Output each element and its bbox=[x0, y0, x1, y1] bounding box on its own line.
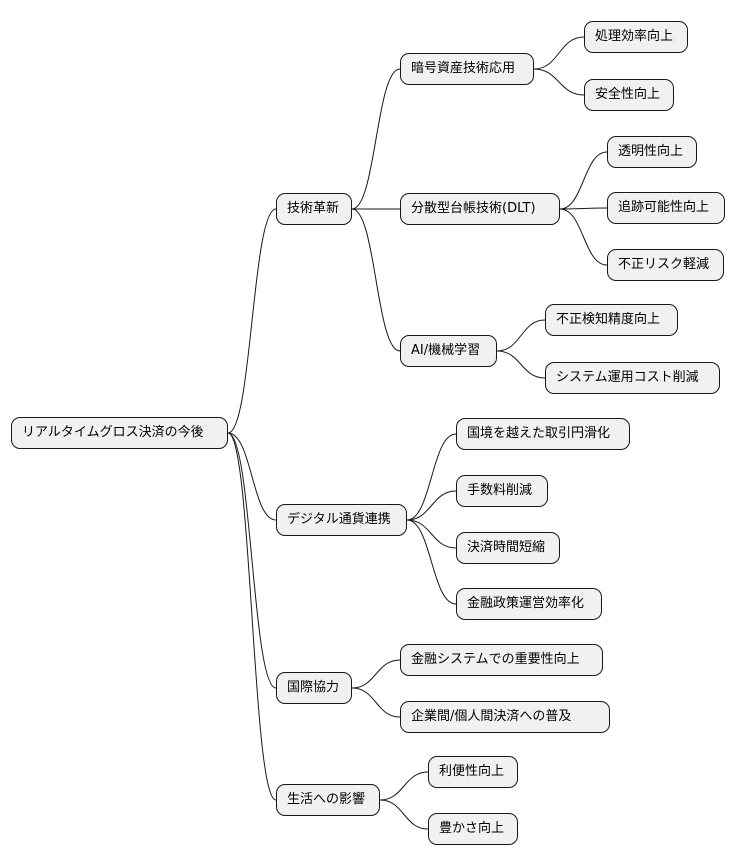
connector-n-b0-1-n-b0-1-0 bbox=[559, 151, 608, 210]
node-crypto-tech: 暗号資産技術応用 bbox=[400, 53, 534, 85]
connector-n-b2-n-b2-0 bbox=[351, 659, 401, 689]
connector-n-root-n-b0 bbox=[227, 208, 277, 434]
leaf-processing-efficiency: 処理効率向上 bbox=[584, 21, 688, 53]
leaf-fraud-risk: 不正リスク軽減 bbox=[607, 249, 724, 281]
connector-n-b0-2-n-b0-2-0 bbox=[496, 319, 546, 352]
connector-n-b0-0-n-b0-0-0 bbox=[533, 36, 585, 70]
connector-n-root-n-b1 bbox=[227, 432, 277, 521]
connector-n-b0-n-b0-2 bbox=[351, 208, 401, 352]
leaf-b2b-p2p: 企業間/個人間決済への普及 bbox=[400, 701, 610, 733]
branch-tech-innovation: 技術革新 bbox=[276, 193, 352, 225]
connector-n-root-n-b3 bbox=[227, 432, 277, 801]
branch-life-impact: 生活への影響 bbox=[276, 784, 380, 816]
leaf-settlement-time: 決済時間短縮 bbox=[456, 532, 560, 564]
connector-n-b0-1-n-b0-1-1 bbox=[559, 207, 608, 210]
leaf-prosperity: 豊かさ向上 bbox=[428, 813, 518, 845]
connector-n-b0-2-n-b0-2-1 bbox=[496, 350, 546, 379]
leaf-monetary-policy: 金融政策運営効率化 bbox=[456, 588, 602, 620]
connector-n-root-n-b2 bbox=[227, 432, 277, 689]
branch-digital-currency: デジタル通貨連携 bbox=[276, 504, 407, 536]
connector-n-b3-n-b3-0 bbox=[379, 771, 429, 801]
leaf-traceability: 追跡可能性向上 bbox=[607, 192, 725, 224]
leaf-transparency: 透明性向上 bbox=[607, 136, 697, 168]
connector-n-b3-n-b3-1 bbox=[379, 799, 429, 830]
connector-n-b1-n-b1-2 bbox=[406, 519, 457, 549]
branch-international: 国際協力 bbox=[276, 672, 352, 704]
leaf-financial-importance: 金融システムでの重要性向上 bbox=[400, 644, 603, 676]
root-node: リアルタイムグロス決済の今後 bbox=[11, 417, 228, 449]
connector-n-b0-n-b0-0 bbox=[351, 68, 401, 210]
connector-n-b2-n-b2-1 bbox=[351, 687, 401, 718]
leaf-fraud-detection: 不正検知精度向上 bbox=[545, 304, 678, 336]
connector-n-b1-n-b1-1 bbox=[406, 490, 457, 521]
node-ai-ml: AI/機械学習 bbox=[400, 335, 497, 367]
connector-n-b1-n-b1-0 bbox=[406, 433, 457, 521]
leaf-ops-cost: システム運用コスト削減 bbox=[545, 362, 720, 394]
leaf-cross-border: 国境を越えた取引円滑化 bbox=[456, 418, 630, 450]
connector-n-b0-0-n-b0-0-1 bbox=[533, 68, 585, 96]
leaf-security: 安全性向上 bbox=[584, 79, 674, 111]
leaf-fee-reduction: 手数料削減 bbox=[456, 475, 548, 507]
connector-n-b0-1-n-b0-1-2 bbox=[559, 208, 608, 266]
connector-n-b1-n-b1-3 bbox=[406, 519, 457, 605]
node-dlt: 分散型台帳技術(DLT) bbox=[400, 193, 560, 225]
leaf-convenience: 利便性向上 bbox=[428, 756, 518, 788]
